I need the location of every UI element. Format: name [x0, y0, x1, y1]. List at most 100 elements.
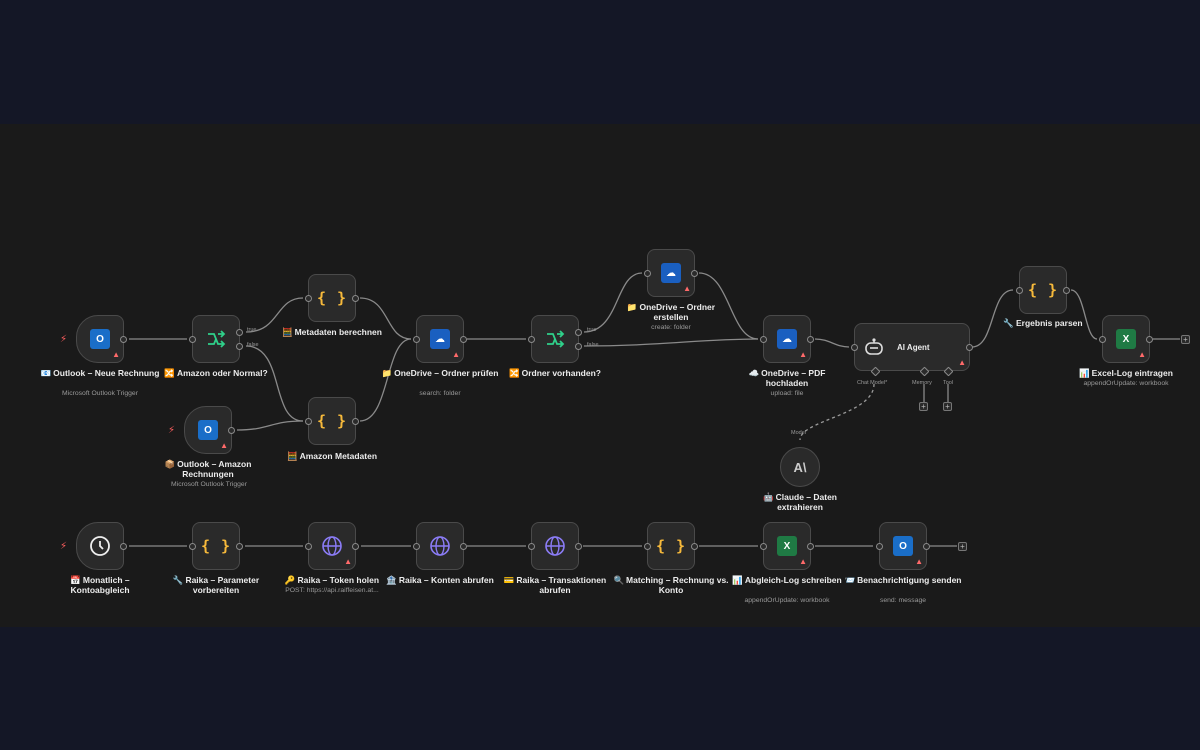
node-amazon-oder-normal[interactable] — [189, 315, 243, 363]
trigger-bolt-icon: ⚡ — [168, 425, 176, 436]
node-title: OneDrive – PDF hochladen — [761, 368, 826, 388]
wrench-icon: 🔧 — [1003, 318, 1014, 328]
output-port-false[interactable] — [236, 343, 243, 350]
node-label: 🔧Raika – Parameter vorbereiten — [156, 575, 276, 595]
node-ai-agent[interactable]: AI Agent ▲ — [851, 323, 973, 377]
chat-model-label: Chat Model* — [857, 380, 888, 386]
output-port-false[interactable] — [575, 343, 582, 350]
input-port[interactable] — [1099, 336, 1106, 343]
input-port[interactable] — [528, 336, 535, 343]
if-branch-icon — [208, 330, 226, 348]
input-port[interactable] — [305, 418, 312, 425]
add-node-button[interactable]: + — [1181, 335, 1190, 344]
node-title: Raika – Parameter vorbereiten — [185, 575, 260, 595]
node-label: 💳Raika – Transaktionen abrufen — [495, 575, 615, 595]
node-title: Benachrichtigung senden — [857, 575, 962, 585]
node-subtitle: POST: https://api.raiffeisen.at... — [285, 587, 379, 594]
node-raika-transaktionen-abrufen[interactable] — [528, 522, 582, 570]
code-icon: { } — [1027, 281, 1059, 299]
output-port-true[interactable] — [575, 329, 582, 336]
input-port[interactable] — [189, 543, 196, 550]
output-port[interactable] — [352, 295, 359, 302]
warning-icon: ▲ — [683, 284, 691, 293]
output-port[interactable] — [575, 543, 582, 550]
node-excel-log-eintragen[interactable]: X ▲ — [1099, 315, 1153, 363]
node-benachrichtigung-senden[interactable]: O ▲ — [876, 522, 930, 570]
output-port[interactable] — [691, 543, 698, 550]
output-port[interactable] — [1063, 287, 1070, 294]
output-port-true[interactable] — [236, 329, 243, 336]
output-port[interactable] — [1146, 336, 1153, 343]
output-port[interactable] — [352, 543, 359, 550]
node-label: 🔍Matching – Rechnung vs. Konto — [611, 575, 731, 595]
outlook-icon: O — [893, 536, 913, 556]
excel-icon: X — [1116, 329, 1136, 349]
calculator-icon: 🧮 — [286, 451, 298, 461]
node-abgleich-log-schreiben[interactable]: X ▲ — [760, 522, 814, 570]
output-port[interactable] — [460, 543, 467, 550]
output-port[interactable] — [120, 543, 127, 550]
node-title: Raika – Konten abrufen — [398, 575, 494, 585]
input-port[interactable] — [760, 543, 767, 550]
node-subtitle: appendOrUpdate: workbook — [1083, 380, 1169, 387]
magnifier-icon: 🔍 — [613, 575, 625, 585]
add-node-button[interactable]: + — [958, 542, 967, 551]
node-matching-rechnung-konto[interactable]: { } — [644, 522, 698, 570]
node-title: Abgleich-Log schreiben — [744, 575, 842, 585]
node-claude-daten-extrahieren[interactable]: A\ — [780, 447, 820, 487]
output-port[interactable] — [923, 543, 930, 550]
input-port[interactable] — [189, 336, 196, 343]
output-port[interactable] — [966, 344, 973, 351]
branch-false-label: false — [247, 342, 259, 348]
input-port[interactable] — [528, 543, 535, 550]
output-port[interactable] — [691, 270, 698, 277]
output-port[interactable] — [807, 543, 814, 550]
node-onedrive-pdf-hochladen[interactable]: ☁ ▲ — [760, 315, 814, 363]
output-port[interactable] — [228, 427, 235, 434]
input-port[interactable] — [413, 336, 420, 343]
node-subtitle: appendOrUpdate: workbook — [744, 597, 830, 604]
node-raika-konten-abrufen[interactable] — [413, 522, 467, 570]
warning-icon: ▲ — [958, 358, 966, 367]
add-memory-button[interactable]: + — [919, 402, 928, 411]
output-port[interactable] — [120, 336, 127, 343]
credit-card-icon: 💳 — [503, 575, 515, 585]
code-icon: { } — [316, 412, 348, 430]
input-port[interactable] — [1016, 287, 1023, 294]
branch-true-label: true — [587, 327, 597, 333]
warning-icon: ▲ — [220, 441, 228, 450]
node-amazon-metadaten[interactable]: { } — [305, 397, 359, 445]
output-port[interactable] — [460, 336, 467, 343]
node-ordner-vorhanden[interactable] — [528, 315, 582, 363]
node-title: Ergebnis parsen — [1015, 318, 1083, 328]
output-port[interactable] — [352, 418, 359, 425]
input-port[interactable] — [413, 543, 420, 550]
input-port[interactable] — [305, 295, 312, 302]
input-port[interactable] — [644, 543, 651, 550]
robot-icon — [865, 338, 883, 355]
node-outlook-neue-rechnung[interactable]: O ▲ — [76, 315, 127, 363]
add-tool-button[interactable]: + — [943, 402, 952, 411]
node-outlook-amazon-rechnungen[interactable]: O ▲ — [184, 406, 235, 454]
input-port[interactable] — [876, 543, 883, 550]
input-port[interactable] — [305, 543, 312, 550]
input-port[interactable] — [644, 270, 651, 277]
input-port[interactable] — [851, 344, 858, 351]
input-port[interactable] — [760, 336, 767, 343]
output-port[interactable] — [807, 336, 814, 343]
key-icon: 🔑 — [284, 575, 296, 585]
node-subtitle: create: folder — [651, 324, 691, 331]
node-ergebnis-parsen[interactable]: { } — [1016, 266, 1070, 314]
node-onedrive-ordner-erstellen[interactable]: ☁ ▲ — [644, 249, 698, 297]
wrench-icon: 🔧 — [172, 575, 184, 585]
warning-icon: ▲ — [344, 557, 352, 566]
output-port[interactable] — [236, 543, 243, 550]
node-label: 📅Monatlich – Kontoabgleich — [40, 575, 160, 595]
node-metadaten-berechnen[interactable]: { } — [305, 274, 359, 322]
node-onedrive-ordner-pruefen[interactable]: ☁ ▲ — [413, 315, 467, 363]
node-raika-parameter-vorbereiten[interactable]: { } — [189, 522, 243, 570]
node-raika-token-holen[interactable]: ▲ — [305, 522, 359, 570]
node-monatlich-kontoabgleich[interactable] — [76, 522, 127, 570]
node-title: Raika – Transaktionen abrufen — [516, 575, 607, 595]
chart-icon: 📊 — [1079, 368, 1090, 378]
